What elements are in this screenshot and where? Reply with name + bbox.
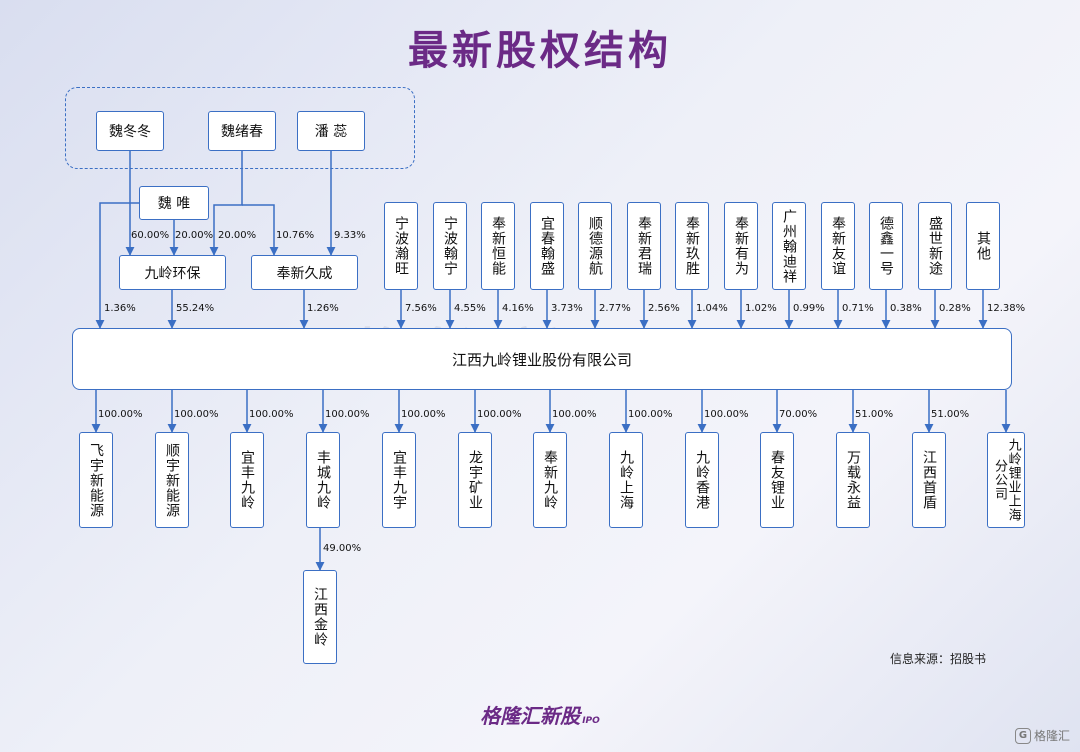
edge-label-weiwei-jlhb: 20.00% bbox=[175, 230, 214, 241]
shareholder-pct-label: 0.28% bbox=[939, 303, 971, 314]
connector-3 bbox=[242, 204, 279, 256]
subsidiary-pct-label: 100.00% bbox=[98, 409, 143, 420]
subsidiary-box: 宜丰九岭 bbox=[230, 432, 264, 528]
shareholder-box: 德鑫一号 bbox=[869, 202, 903, 290]
edge-label-weixc-fxjc: 10.76% bbox=[276, 230, 315, 241]
subsidiary-pct-label: 51.00% bbox=[931, 409, 970, 420]
person-wei-wei: 魏 唯 bbox=[139, 186, 209, 220]
edge-label-weidd-jlhb: 60.00% bbox=[131, 230, 170, 241]
corner-watermark: G 格隆汇 bbox=[1014, 727, 1070, 744]
source-note: 信息来源：招股书 bbox=[890, 652, 987, 666]
shareholder-box: 盛世新途 bbox=[918, 202, 952, 290]
person-wei-xuchun: 魏绪春 bbox=[208, 111, 276, 151]
shareholder-box: 奉新恒能 bbox=[481, 202, 515, 290]
shareholder-box: 广州翰迪祥 bbox=[772, 202, 806, 290]
subsidiary-pct-label: 70.00% bbox=[779, 409, 818, 420]
subsidiary-pct-label: 100.00% bbox=[552, 409, 597, 420]
subsidiary-box: 万载永益 bbox=[836, 432, 870, 528]
shareholder-pct-label: 1.02% bbox=[745, 303, 777, 314]
subsidiary-pct-label: 100.00% bbox=[704, 409, 749, 420]
corner-watermark-text: 格隆汇 bbox=[1033, 729, 1070, 743]
subsidiary-box: 丰城九岭 bbox=[306, 432, 340, 528]
connector-5 bbox=[95, 202, 139, 329]
subsidiary-box: 顺宇新能源 bbox=[155, 432, 189, 528]
subsidiary-pct-label: 100.00% bbox=[325, 409, 370, 420]
shareholder-box: 奉新有为 bbox=[724, 202, 758, 290]
subsidiary-box: 龙宇矿业 bbox=[458, 432, 492, 528]
subsidiary-box: 奉新九岭 bbox=[533, 432, 567, 528]
shareholder-pct-label: 2.77% bbox=[599, 303, 631, 314]
footer-logo-ipo: IPO bbox=[582, 716, 600, 726]
shareholder-pct-label: 7.56% bbox=[405, 303, 437, 314]
page-title: 最新股权结构 bbox=[408, 28, 672, 74]
subsidiary-pct-label: 100.00% bbox=[628, 409, 673, 420]
shareholder-box: 顺德源航 bbox=[578, 202, 612, 290]
subsidiary-box: 飞宇新能源 bbox=[79, 432, 113, 528]
shareholder-box: 其他 bbox=[966, 202, 1000, 290]
shareholder-box: 奉新玖胜 bbox=[675, 202, 709, 290]
shareholder-box: 奉新君瑞 bbox=[627, 202, 661, 290]
subsidiary-box: 九岭上海 bbox=[609, 432, 643, 528]
subsidiary-pct-label: 100.00% bbox=[401, 409, 446, 420]
main-company: 江西九岭锂业股份有限公司 bbox=[72, 328, 1012, 390]
subsidiary-box: 宜丰九宇 bbox=[382, 432, 416, 528]
subsidiary-pct-label: 100.00% bbox=[174, 409, 219, 420]
shareholder-pct-label: 2.56% bbox=[648, 303, 680, 314]
shareholder-box: 宜春翰盛 bbox=[530, 202, 564, 290]
shareholder-box: 宁波翰宁 bbox=[433, 202, 467, 290]
person-wei-dongdong: 魏冬冬 bbox=[96, 111, 164, 151]
edge-label-weixc-jlhb: 20.00% bbox=[218, 230, 257, 241]
sub-subsidiary-jiangxi-jinling: 江西金岭 bbox=[303, 570, 337, 664]
person-pan-rui: 潘 蕊 bbox=[297, 111, 365, 151]
footer-logo-text: 格隆汇新股 bbox=[480, 704, 581, 728]
shareholder-pct-label: 0.71% bbox=[842, 303, 874, 314]
shareholder-pct-label: 3.73% bbox=[551, 303, 583, 314]
subsidiary-box: 春友锂业 bbox=[760, 432, 794, 528]
edge-label-weiwei-main: 1.36% bbox=[104, 303, 136, 314]
shareholder-pct-label: 1.04% bbox=[696, 303, 728, 314]
shareholder-box: 奉新友谊 bbox=[821, 202, 855, 290]
subsidiary-pct-label: 100.00% bbox=[477, 409, 522, 420]
subsidiary-box: 九岭香港 bbox=[685, 432, 719, 528]
shareholder-pct-label: 4.16% bbox=[502, 303, 534, 314]
shareholder-pct-label: 4.55% bbox=[454, 303, 486, 314]
founder-group-frame bbox=[65, 87, 415, 169]
shareholder-pct-label: 12.38% bbox=[987, 303, 1026, 314]
shareholder-pct-label: 0.38% bbox=[890, 303, 922, 314]
edge-label-sub-sub: 49.00% bbox=[323, 543, 362, 554]
subsidiary-box: 江西首盾 bbox=[912, 432, 946, 528]
shareholder-box: 宁波瀚旺 bbox=[384, 202, 418, 290]
subsidiary-pct-label: 51.00% bbox=[855, 409, 894, 420]
subsidiary-box: 九岭锂业上海分公司 bbox=[987, 432, 1025, 528]
edge-label-fxjc-main: 1.26% bbox=[307, 303, 339, 314]
gelonghui-logo-icon: G bbox=[1014, 727, 1031, 744]
holding-jiuling-huanbao: 九岭环保 bbox=[119, 255, 226, 290]
subsidiary-pct-label: 100.00% bbox=[249, 409, 294, 420]
holding-fengxin-jiucheng: 奉新久成 bbox=[251, 255, 358, 290]
shareholder-pct-label: 0.99% bbox=[793, 303, 825, 314]
edge-label-jlhb-main: 55.24% bbox=[176, 303, 215, 314]
connector-2 bbox=[209, 151, 243, 256]
edge-label-panrui-fxjc: 9.33% bbox=[334, 230, 366, 241]
